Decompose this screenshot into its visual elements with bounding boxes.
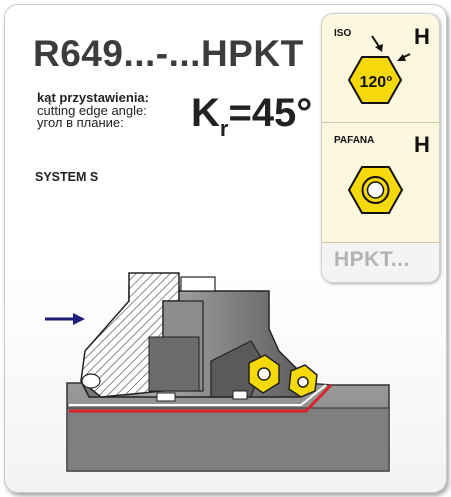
feed-direction-arrow-icon [45, 313, 85, 325]
iso-angle-label: 120° [359, 74, 392, 91]
angle-label-ru: угол в плание: [37, 115, 124, 130]
pafana-grade: H [414, 132, 430, 157]
panel-divider [322, 122, 439, 123]
panel-divider-bottom [322, 242, 439, 243]
product-card: R649...-...HPKT kąt przystawienia: cutti… [4, 4, 447, 493]
kr-symbol: K [191, 91, 220, 135]
insert-info-panel: ISO H 120° PAFANA H HPKT... [321, 13, 440, 283]
iso-label: ISO [334, 28, 352, 39]
pafana-label: PAFANA [334, 135, 375, 146]
kr-value: =45° [228, 91, 313, 135]
panel-footer [322, 242, 439, 282]
kr-subscript: r [219, 116, 229, 141]
iso-grade: H [414, 24, 430, 49]
insert-code: HPKT... [334, 248, 410, 271]
hex-insert-iso-icon: 120° [347, 35, 411, 104]
product-title: R649...-...HPKT [33, 33, 304, 74]
hex-insert-pafana-icon [347, 166, 404, 214]
system-label: SYSTEM S [35, 170, 99, 184]
milling-cutter-illustration [45, 272, 390, 472]
angle-label-pl: kąt przystawienia: [37, 90, 149, 105]
angle-label-en: cutting edge angle: [37, 102, 147, 118]
cutting-angle-value: Kr=45° [191, 91, 312, 142]
angle-labels: kąt przystawienia: cutting edge angle: у… [37, 90, 149, 130]
